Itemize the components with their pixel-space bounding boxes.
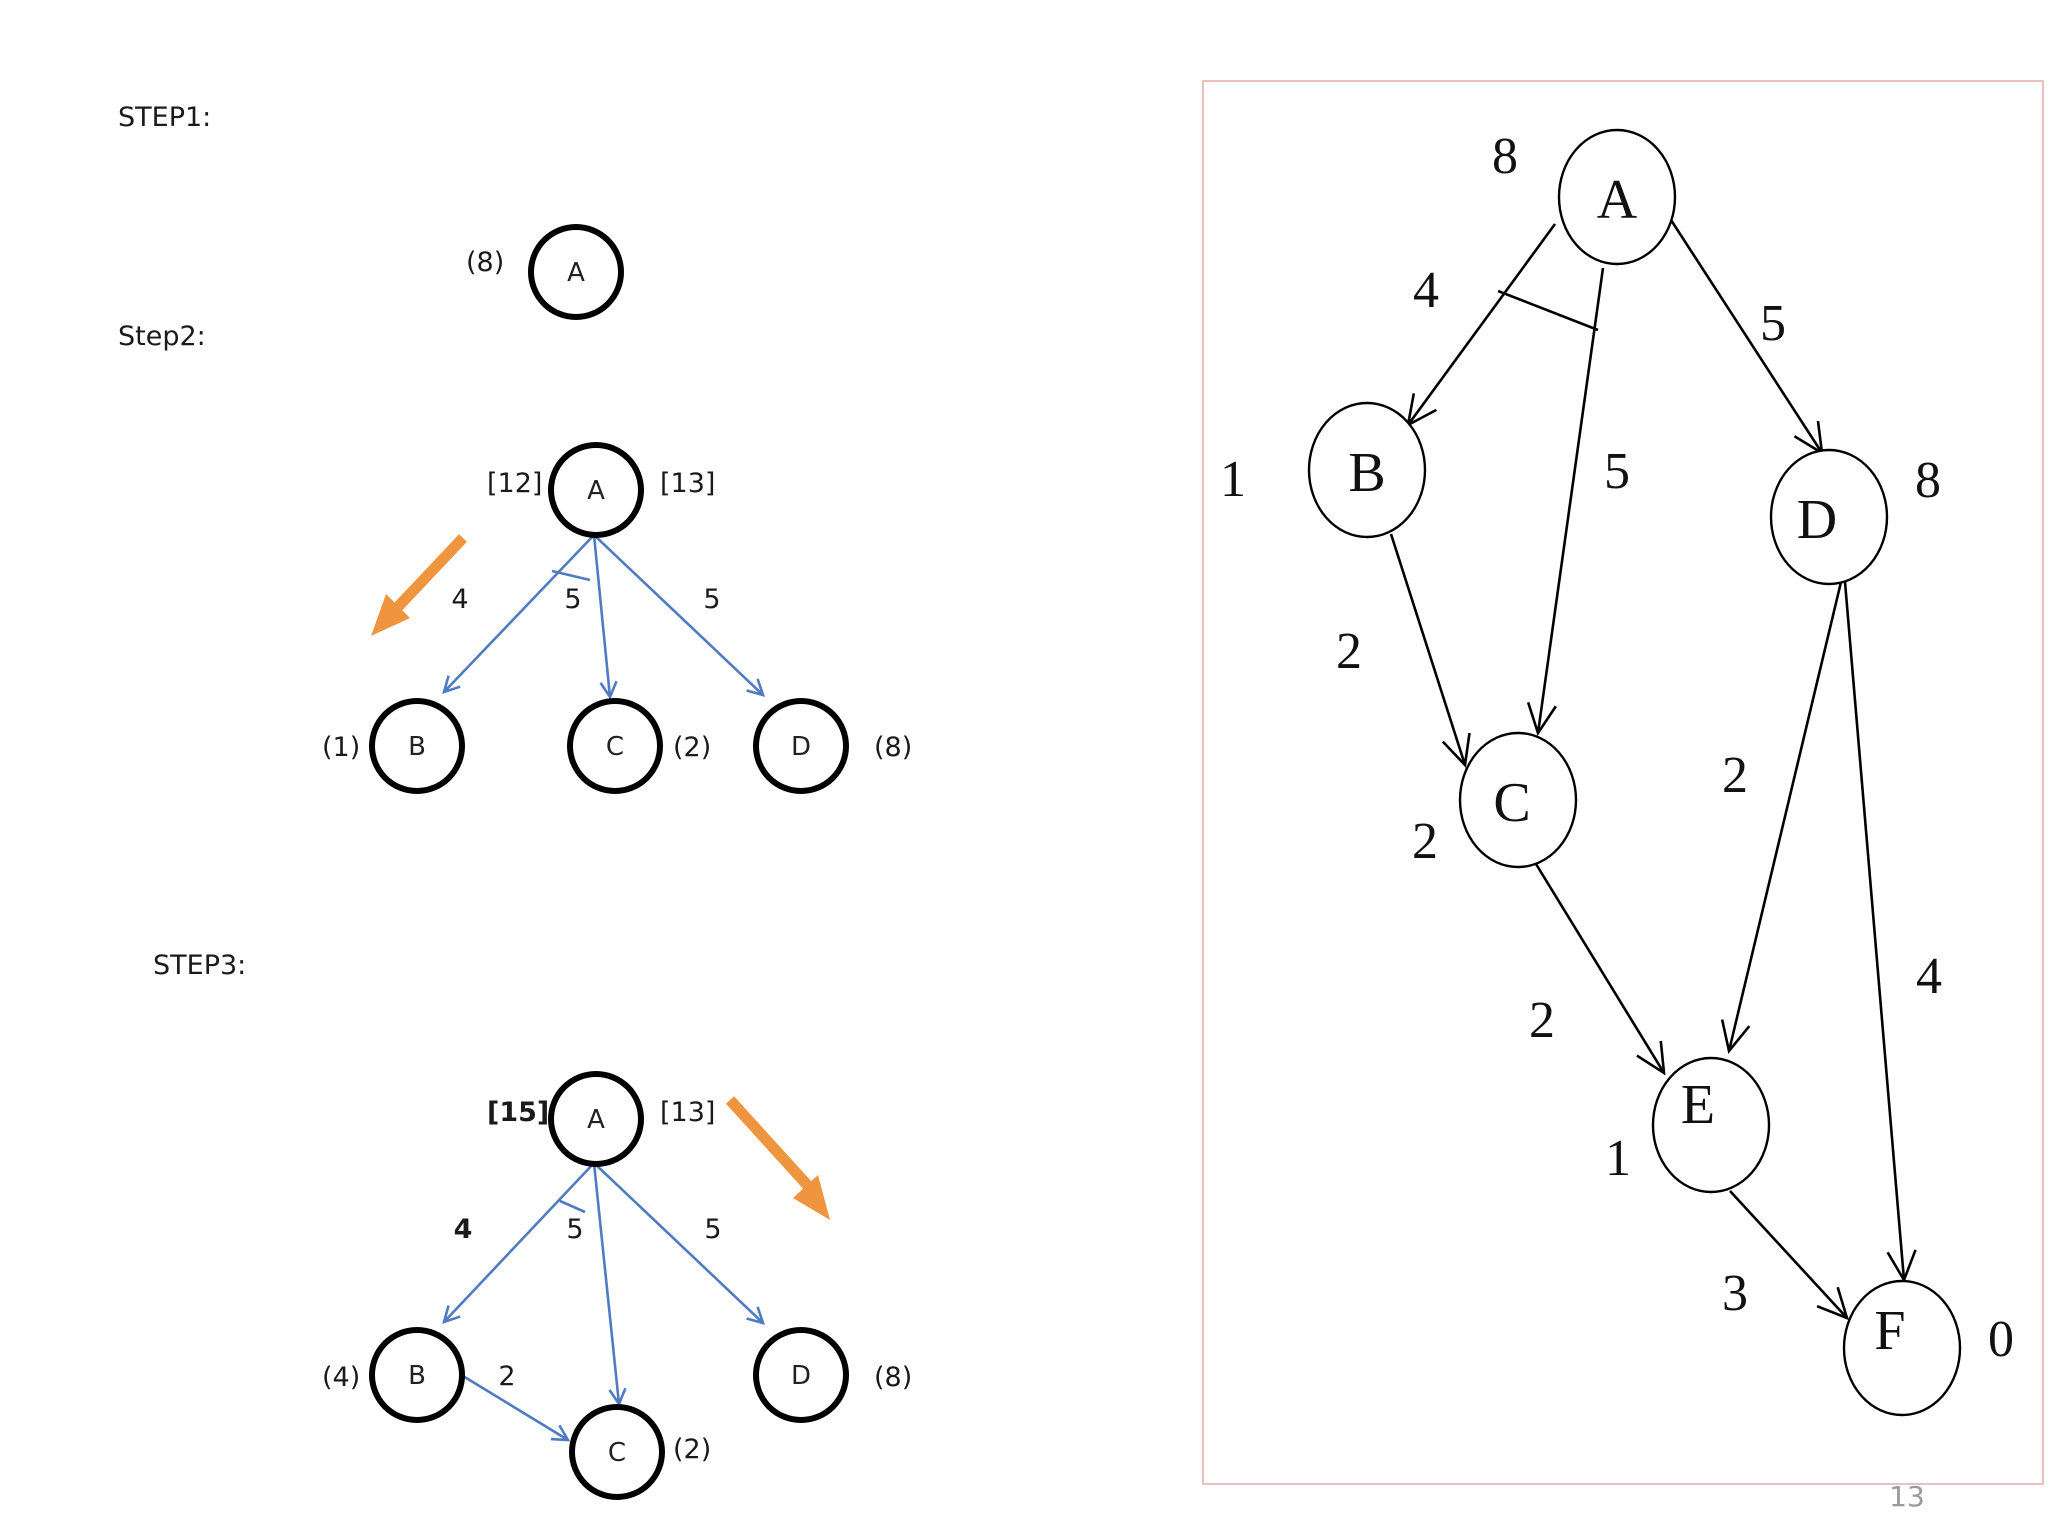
- graph-node-f: [1842, 1279, 1962, 1417]
- graph-node-c-label: C: [1493, 772, 1530, 834]
- graph-node-a: [1557, 128, 1677, 266]
- step3-node-d-label: D: [791, 1361, 811, 1391]
- step3-edge-b-c-label: 2: [498, 1361, 515, 1392]
- step3-edge-b-c: [462, 1374, 571, 1442]
- graph-frame: [1202, 80, 2044, 1485]
- step2-node-b-cost: (1): [322, 732, 360, 763]
- step2-node-d-label: D: [791, 732, 811, 762]
- graph-edge-a-c-weight: 5: [1604, 443, 1630, 500]
- step1-node-a: [528, 224, 624, 320]
- graph-edge-d-e: [1720, 581, 1843, 1054]
- step1-node-a-label: A: [567, 258, 585, 288]
- step3-node-d-cost: (8): [874, 1362, 912, 1393]
- step3-node-a: [548, 1071, 644, 1167]
- step2-root-left-cost: [12]: [487, 468, 542, 499]
- graph-edge-e-f: [1729, 1190, 1850, 1321]
- step3-tree: 4 5 5 2 [15] A [13] (4) B C (2) D (8): [322, 1071, 912, 1500]
- step3-node-a-label: A: [587, 1105, 605, 1135]
- graph-edge-a-b: [1406, 223, 1557, 428]
- step3-node-c-label: C: [608, 1438, 626, 1468]
- graph-edge-e-f-weight: 3: [1722, 1265, 1748, 1322]
- step3-edge-a-d-label: 5: [704, 1214, 721, 1245]
- step2-label: Step2:: [118, 321, 206, 352]
- graph-node-e: [1651, 1056, 1771, 1194]
- step2-node-b: [369, 698, 465, 794]
- step2-node-a: [548, 442, 644, 538]
- step3-orange-arrow-head: [793, 1175, 830, 1220]
- graph-edge-b-c-weight: 2: [1336, 623, 1362, 680]
- graph-edge-c-e-weight: 2: [1529, 992, 1555, 1049]
- step1-tree: (8) A: [466, 224, 624, 320]
- graph-edge-a-d: [1669, 219, 1824, 456]
- step3-label: STEP3:: [153, 950, 246, 981]
- step3-root-right-cost: [13]: [660, 1097, 715, 1128]
- step3-node-d: [753, 1327, 849, 1423]
- graph-node-b: [1307, 401, 1427, 539]
- step2-node-d: [753, 698, 849, 794]
- step1-label: STEP1:: [118, 102, 211, 133]
- step2-root-right-cost: [13]: [660, 468, 715, 499]
- step3-orange-arrow-shaft: [725, 1096, 815, 1192]
- step2-node-c-label: C: [606, 732, 624, 762]
- step2-and-arc: [551, 569, 591, 582]
- graph-edge-d-e-weight: 2: [1722, 747, 1748, 804]
- graph-node-d-heuristic: 8: [1915, 452, 1941, 509]
- step1-node-a-cost: (8): [466, 247, 504, 278]
- graph-edge-a-d-weight: 5: [1760, 295, 1786, 352]
- graph-edge-b-c: [1389, 533, 1471, 768]
- step2-edge-a-b-label: 4: [451, 584, 468, 615]
- page-number: 13: [1889, 1480, 1925, 1513]
- graph-node-e-heuristic: 1: [1605, 1130, 1631, 1187]
- graph-and-arc: [1497, 289, 1599, 332]
- step3-edge-a-b: [442, 1162, 595, 1325]
- step3-and-arc: [559, 1199, 586, 1214]
- step3-root-left-cost: [15]: [487, 1097, 549, 1128]
- graph-edge-d-f-weight: 4: [1916, 948, 1942, 1005]
- graph-node-a-label: A: [1597, 169, 1638, 231]
- graph-node-b-heuristic: 1: [1220, 451, 1246, 508]
- step3-edge-a-c: [592, 1162, 627, 1407]
- step2-edge-a-b: [442, 534, 595, 694]
- graph-node-d: [1769, 448, 1889, 586]
- graph-node-e-label: E: [1681, 1074, 1715, 1136]
- step2-node-a-label: A: [587, 476, 605, 506]
- step3-edge-a-c-label: 5: [566, 1214, 583, 1245]
- graph-node-b-label: B: [1348, 442, 1385, 504]
- graph-edge-c-e: [1534, 863, 1666, 1076]
- graph-edge-a-b-weight: 4: [1413, 262, 1439, 319]
- graph-node-f-heuristic: 0: [1988, 1311, 2014, 1368]
- step3-edge-a-b-label: 4: [454, 1214, 473, 1245]
- step2-node-c: [567, 698, 663, 794]
- step3-node-b-label: B: [408, 1361, 426, 1391]
- graph-node-c-heuristic: 2: [1412, 813, 1438, 870]
- step2-edge-a-c-label: 5: [564, 584, 581, 615]
- step2-tree: 4 5 5 [12] A [13] (1) B C (2) D (8): [322, 442, 912, 794]
- step2-node-d-cost: (8): [874, 732, 912, 763]
- graph-edge-a-c: [1526, 267, 1605, 736]
- graph-node-f-label: F: [1874, 1300, 1905, 1362]
- step2-node-c-cost: (2): [673, 732, 711, 763]
- step2-edge-a-d-label: 5: [703, 584, 720, 615]
- step2-edge-a-d: [593, 534, 766, 697]
- step3-node-c-cost: (2): [673, 1434, 711, 1465]
- step3-node-c: [569, 1404, 665, 1500]
- left-panel: STEP1: (8) A Step2: 4 5 5 [12] A [13]: [118, 102, 912, 1500]
- graph-edge-d-f: [1843, 581, 1917, 1283]
- graph-node-d-label: D: [1797, 489, 1837, 551]
- step2-edge-a-c: [592, 534, 618, 700]
- graph-node-c: [1458, 731, 1578, 869]
- graph-node-a-heuristic: 8: [1492, 128, 1518, 185]
- step3-node-b: [369, 1327, 465, 1423]
- step2-node-b-label: B: [408, 732, 426, 762]
- step2-orange-arrow-head: [371, 594, 410, 636]
- step2-orange-arrow-shaft: [391, 534, 467, 614]
- step3-edge-a-d: [593, 1162, 766, 1325]
- step3-node-b-cost: (4): [322, 1362, 360, 1393]
- graph-figure: 4 5 5 2 2 2 4 3 A 8 B 1 C 2 D 8 E 1 F 0: [1202, 80, 2044, 1485]
